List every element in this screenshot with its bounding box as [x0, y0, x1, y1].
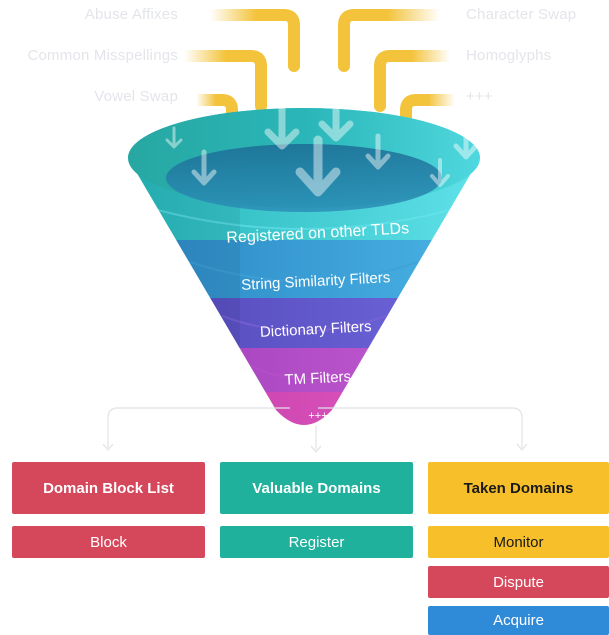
outcome-taken-domains: Taken Domains	[428, 462, 609, 514]
source-label-character-swap: Character Swap	[466, 6, 577, 23]
action-block: Block	[12, 526, 205, 558]
outcome-valuable-domains: Valuable Domains	[220, 462, 413, 514]
source-label-more: +++	[466, 88, 493, 105]
source-label-common-misspellings: Common Misspellings	[27, 47, 178, 64]
action-acquire: Acquire	[428, 606, 609, 635]
action-monitor: Monitor	[428, 526, 609, 558]
outcome-connectors	[102, 407, 528, 453]
action-dispute: Dispute	[428, 566, 609, 598]
source-label-abuse-affixes: Abuse Affixes	[84, 6, 178, 23]
source-label-vowel-swap: Vowel Swap	[94, 88, 178, 105]
down-arrow-icons	[165, 102, 479, 197]
action-register: Register	[220, 526, 413, 558]
source-label-homoglyphs: Homoglyphs	[466, 47, 552, 64]
outcome-domain-block-list: Domain Block List	[12, 462, 205, 514]
input-pipes	[178, 9, 461, 156]
